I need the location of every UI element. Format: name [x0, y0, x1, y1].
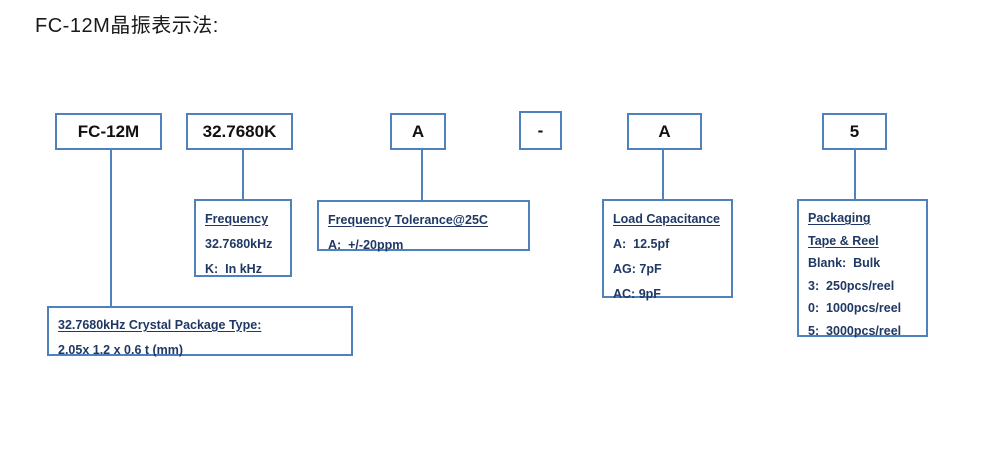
detail-box-package-type: 32.7680kHz Crystal Package Type: 2.05x 1… — [47, 306, 353, 357]
package-type-heading: 32.7680kHz Crystal Package Type: — [58, 318, 262, 332]
segment-box-series: FC-12M — [55, 113, 162, 150]
segment-box-load-capacitance: A — [627, 113, 702, 150]
detail-box-packaging: Packaging Tape & Reel Blank: Bulk 3: 250… — [797, 199, 928, 338]
segment-label-dash: - — [537, 120, 544, 140]
detail-box-frequency: Frequency 32.7680kHz K: In kHz — [194, 199, 292, 277]
connector-series — [110, 150, 112, 306]
packaging-line: 3: 250pcs/reel — [808, 278, 895, 293]
segment-box-dash: - — [519, 111, 562, 150]
segment-label-frequency: 32.7680K — [202, 121, 277, 141]
detail-box-load-capacitance: Load Capacitance A: 12.5pf AG: 7pF AC: 9… — [602, 199, 733, 301]
segment-box-frequency: 32.7680K — [186, 113, 293, 150]
package-type-line: 2.05x 1.2 x 0.6 t (mm) — [58, 343, 184, 357]
connector-packaging — [854, 150, 856, 199]
segment-label-load-capacitance: A — [658, 121, 671, 141]
detail-box-tolerance: Frequency Tolerance@25C A: +/-20ppm — [317, 200, 530, 252]
page-title: FC-12M晶振表示法: — [35, 15, 219, 37]
packaging-heading: Tape & Reel — [808, 233, 879, 248]
load-capacitance-line: A: 12.5pf — [613, 237, 670, 251]
load-capacitance-line: AG: 7pF — [613, 262, 662, 276]
connector-frequency — [242, 150, 244, 199]
frequency-line: 32.7680kHz — [205, 237, 273, 251]
load-capacitance-heading: Load Capacitance — [613, 212, 720, 226]
packaging-heading: Packaging — [808, 211, 871, 225]
frequency-heading: Frequency — [205, 212, 269, 226]
packaging-line: 5: 3000pcs/reel — [808, 323, 902, 338]
frequency-line: K: In kHz — [205, 262, 262, 276]
connector-tolerance — [421, 150, 423, 200]
segment-label-series: FC-12M — [77, 121, 140, 141]
segment-label-packaging: 5 — [849, 121, 860, 141]
segment-label-tolerance: A — [411, 121, 425, 141]
packaging-line: Blank: Bulk — [808, 256, 881, 270]
packaging-line: 0: 1000pcs/reel — [808, 301, 902, 315]
tolerance-heading: Frequency Tolerance@25C — [328, 213, 488, 227]
tolerance-line: A: +/-20ppm — [328, 238, 404, 252]
segment-box-tolerance: A — [390, 113, 446, 150]
load-capacitance-line: AC: 9pF — [613, 287, 661, 301]
connector-load-capacitance — [662, 150, 664, 199]
segment-box-packaging: 5 — [822, 113, 887, 150]
